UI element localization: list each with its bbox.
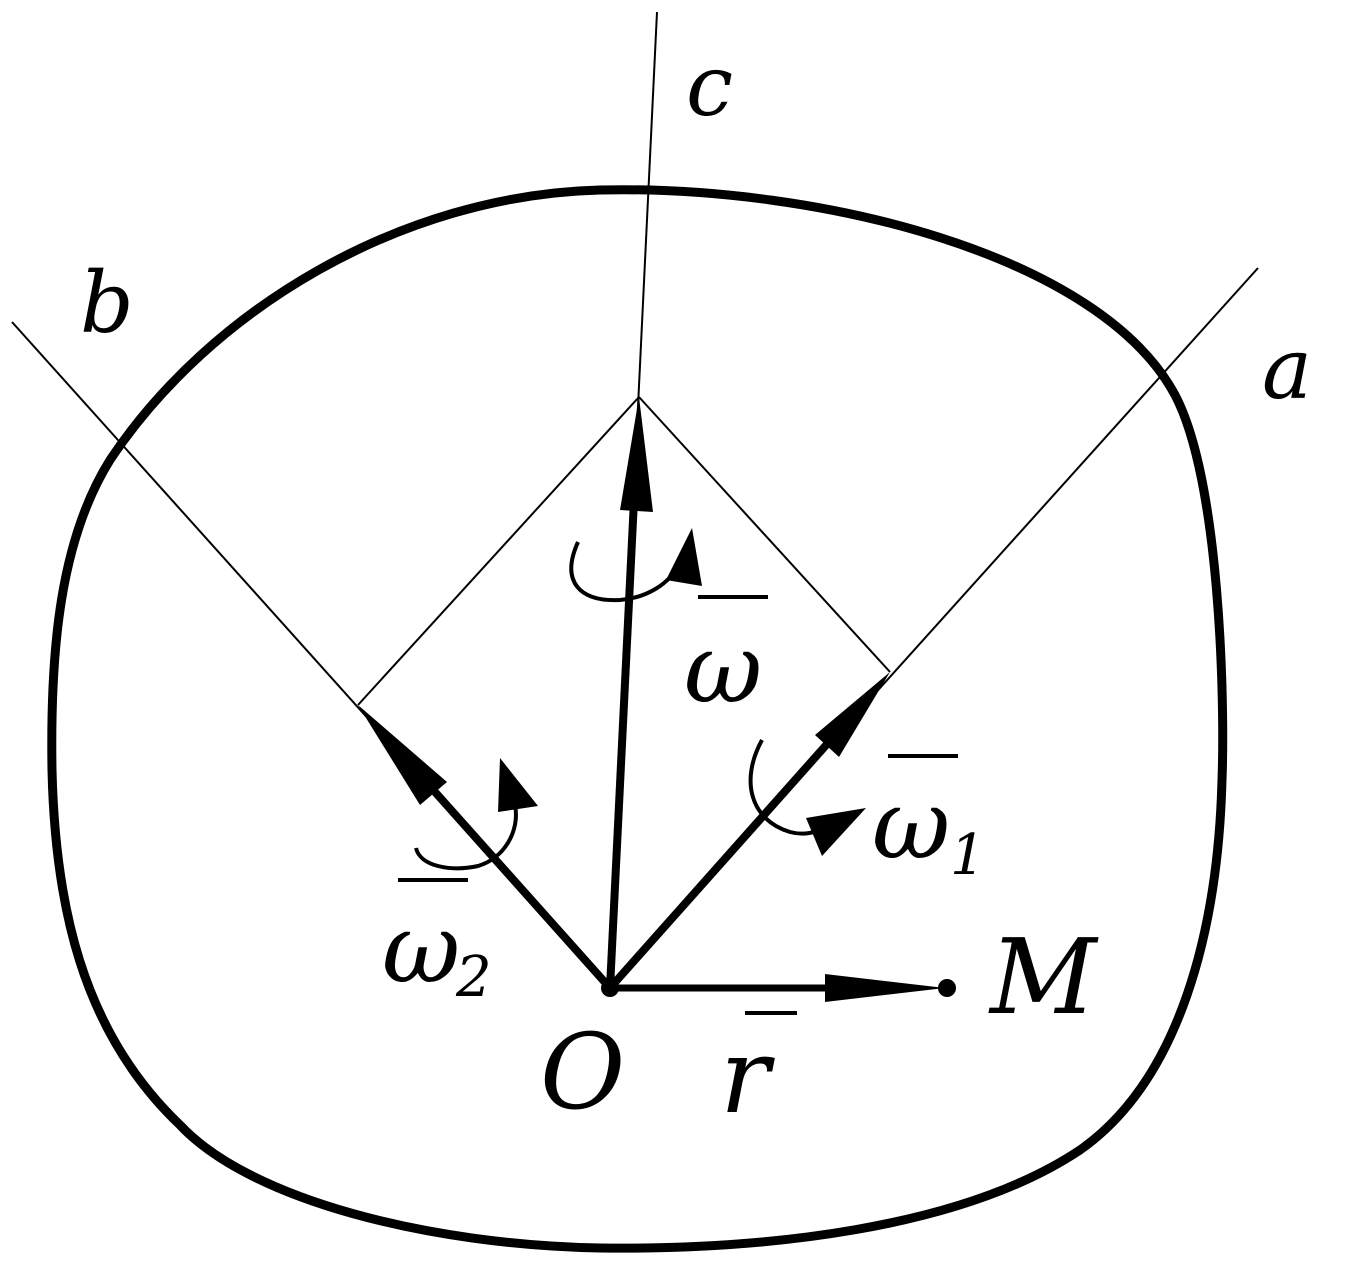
- radius-label: r: [720, 1015, 775, 1137]
- omega-1-shaft: [607, 740, 831, 991]
- omega-2-arrowhead: [358, 705, 447, 805]
- point-m-label: M: [988, 916, 1099, 1038]
- omega-rotation-arrowhead: [666, 528, 702, 586]
- omega-1-subscript: 1: [950, 823, 986, 888]
- parallelogram-edge-left: [357, 396, 640, 706]
- omega-2-rotation-arrowhead: [498, 758, 538, 812]
- axis-b-label: b: [80, 254, 134, 352]
- omega-rotation-arc: [569, 541, 682, 603]
- omega-label: ω: [684, 613, 762, 725]
- point-m-dot: [938, 979, 956, 997]
- omega-shaft: [606, 499, 638, 989]
- omega-2-subscript: 2: [455, 945, 492, 1010]
- axis-a-label: a: [1262, 320, 1312, 418]
- omega-arrowhead: [620, 397, 653, 512]
- origin-label: O: [540, 1011, 625, 1133]
- body-outline: [47, 185, 1228, 1253]
- omega-2-label: ω: [382, 893, 460, 1005]
- r-arrowhead: [825, 974, 945, 1002]
- axis-c-label: c: [686, 37, 733, 135]
- origin-point: [601, 979, 619, 997]
- omega-1-label: ω: [872, 769, 950, 881]
- omega-1-rotation-arrowhead: [806, 808, 866, 856]
- omega-2-shaft: [407, 761, 613, 991]
- omega-1-arrowhead: [815, 672, 890, 757]
- omega-2-rotation-arc: [414, 804, 518, 871]
- parallelogram-edge-right: [638, 396, 891, 673]
